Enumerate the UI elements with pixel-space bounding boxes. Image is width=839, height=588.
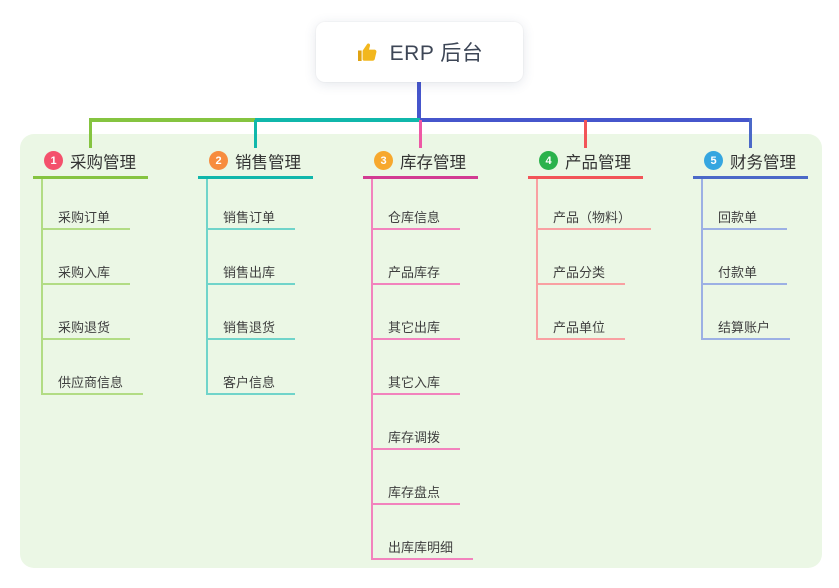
branch-drop-line (418, 120, 422, 148)
root-title: ERP 后台 (389, 42, 484, 65)
branch-node[interactable]: 1 采购管理 (33, 145, 148, 179)
child-node[interactable]: 结算账户 (701, 317, 791, 340)
root-node[interactable]: ERP 后台 (316, 22, 523, 82)
branch-spine-line (371, 179, 373, 560)
root-connector-line (417, 82, 421, 122)
branch-spine-line (701, 179, 703, 340)
child-node[interactable]: 付款单 (701, 262, 787, 285)
branch-node[interactable]: 2 销售管理 (198, 145, 313, 179)
child-node[interactable]: 其它入库 (371, 372, 461, 395)
branch-node[interactable]: 4 产品管理 (528, 145, 643, 179)
branch-drop-line (583, 120, 587, 148)
branch-number-badge: 1 (44, 151, 63, 170)
child-node[interactable]: 采购退货 (41, 317, 131, 340)
branch-label: 财务管理 (730, 153, 796, 172)
branch-label: 产品管理 (565, 153, 631, 172)
branch-node[interactable]: 3 库存管理 (363, 145, 478, 179)
child-node[interactable]: 产品（物料） (536, 207, 652, 230)
branch-drop-line (748, 118, 752, 148)
child-node[interactable]: 采购入库 (41, 262, 131, 285)
branches-panel (20, 134, 822, 568)
branch-number-badge: 2 (209, 151, 228, 170)
child-node[interactable]: 客户信息 (206, 372, 296, 395)
branch-label: 库存管理 (400, 153, 466, 172)
branch-number-badge: 3 (374, 151, 393, 170)
bus-segment-1 (88, 118, 255, 122)
child-node[interactable]: 销售订单 (206, 207, 296, 230)
child-node[interactable]: 产品单位 (536, 317, 626, 340)
branch-drop-line (88, 118, 92, 148)
branch-node[interactable]: 5 财务管理 (693, 145, 808, 179)
child-node[interactable]: 出库库明细 (371, 537, 474, 560)
child-node[interactable]: 产品库存 (371, 262, 461, 285)
child-node[interactable]: 回款单 (701, 207, 787, 230)
branch-label: 销售管理 (235, 153, 301, 172)
bus-segment-2 (255, 118, 420, 122)
child-node[interactable]: 采购订单 (41, 207, 131, 230)
child-node[interactable]: 销售出库 (206, 262, 296, 285)
branch-spine-line (206, 179, 208, 395)
child-node[interactable]: 库存调拨 (371, 427, 461, 450)
child-node[interactable]: 仓库信息 (371, 207, 461, 230)
branch-drop-line (253, 120, 257, 148)
branch-spine-line (41, 179, 43, 395)
child-node[interactable]: 供应商信息 (41, 372, 144, 395)
branch-label: 采购管理 (70, 153, 136, 172)
thumbs-up-icon (357, 43, 377, 61)
branch-spine-line (536, 179, 538, 340)
child-node[interactable]: 销售退货 (206, 317, 296, 340)
child-node[interactable]: 产品分类 (536, 262, 626, 285)
branch-number-badge: 4 (539, 151, 558, 170)
child-node[interactable]: 其它出库 (371, 317, 461, 340)
branch-number-badge: 5 (704, 151, 723, 170)
child-node[interactable]: 库存盘点 (371, 482, 461, 505)
